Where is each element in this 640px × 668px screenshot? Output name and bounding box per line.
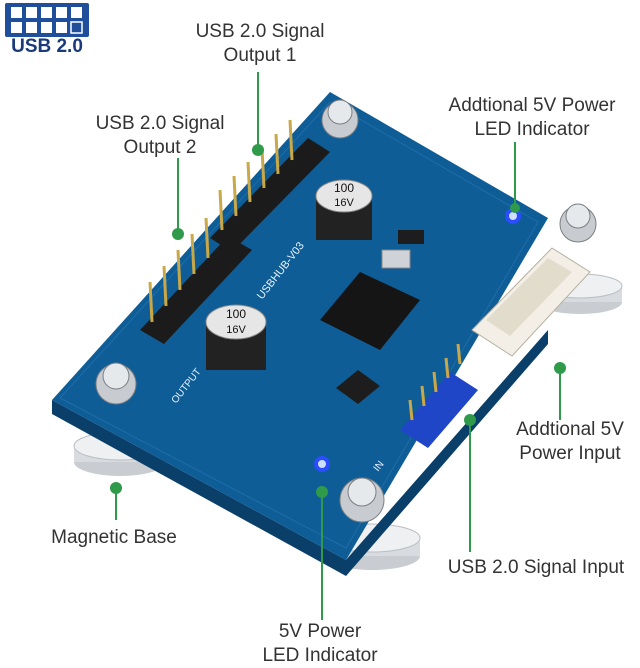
- label-output2: USB 2.0 Signal Output 2: [95, 113, 225, 158]
- usb-grid-icon: [5, 3, 89, 37]
- svg-text:100: 100: [226, 307, 246, 321]
- pin-header-input: [400, 343, 478, 448]
- callout-lines: [115, 72, 561, 620]
- pin-header-output1: [210, 119, 330, 252]
- callout-dots: [110, 144, 566, 498]
- pin-header-output2: [140, 217, 252, 344]
- svg-text:16V: 16V: [334, 197, 354, 209]
- pcb: [52, 92, 548, 560]
- label-additional-led: Addtional 5V Power LED Indicator: [448, 95, 616, 140]
- hub-ic: [320, 272, 420, 350]
- capacitor-bottom: 100 16V: [205, 304, 267, 370]
- power-connector: [471, 247, 591, 357]
- capacitor-top: 100 16V: [315, 179, 373, 240]
- label-signal-input: USB 2.0 Signal Input: [447, 557, 625, 578]
- label-output1: USB 2.0 Signal Output 1: [195, 21, 325, 66]
- usb-badge-label: USB 2.0: [11, 36, 83, 57]
- usb-badge: [4, 2, 90, 66]
- svg-text:100: 100: [334, 181, 354, 195]
- diode: [336, 370, 380, 404]
- label-power-led: 5V Power LED Indicator: [262, 621, 378, 666]
- crystal: [381, 249, 411, 269]
- mount-nuts: [95, 99, 597, 523]
- fuse: [398, 230, 424, 244]
- label-magnetic-base: Magnetic Base: [51, 527, 177, 548]
- label-additional-input: Addtional 5V Power Input: [516, 419, 624, 464]
- svg-text:16V: 16V: [226, 324, 246, 336]
